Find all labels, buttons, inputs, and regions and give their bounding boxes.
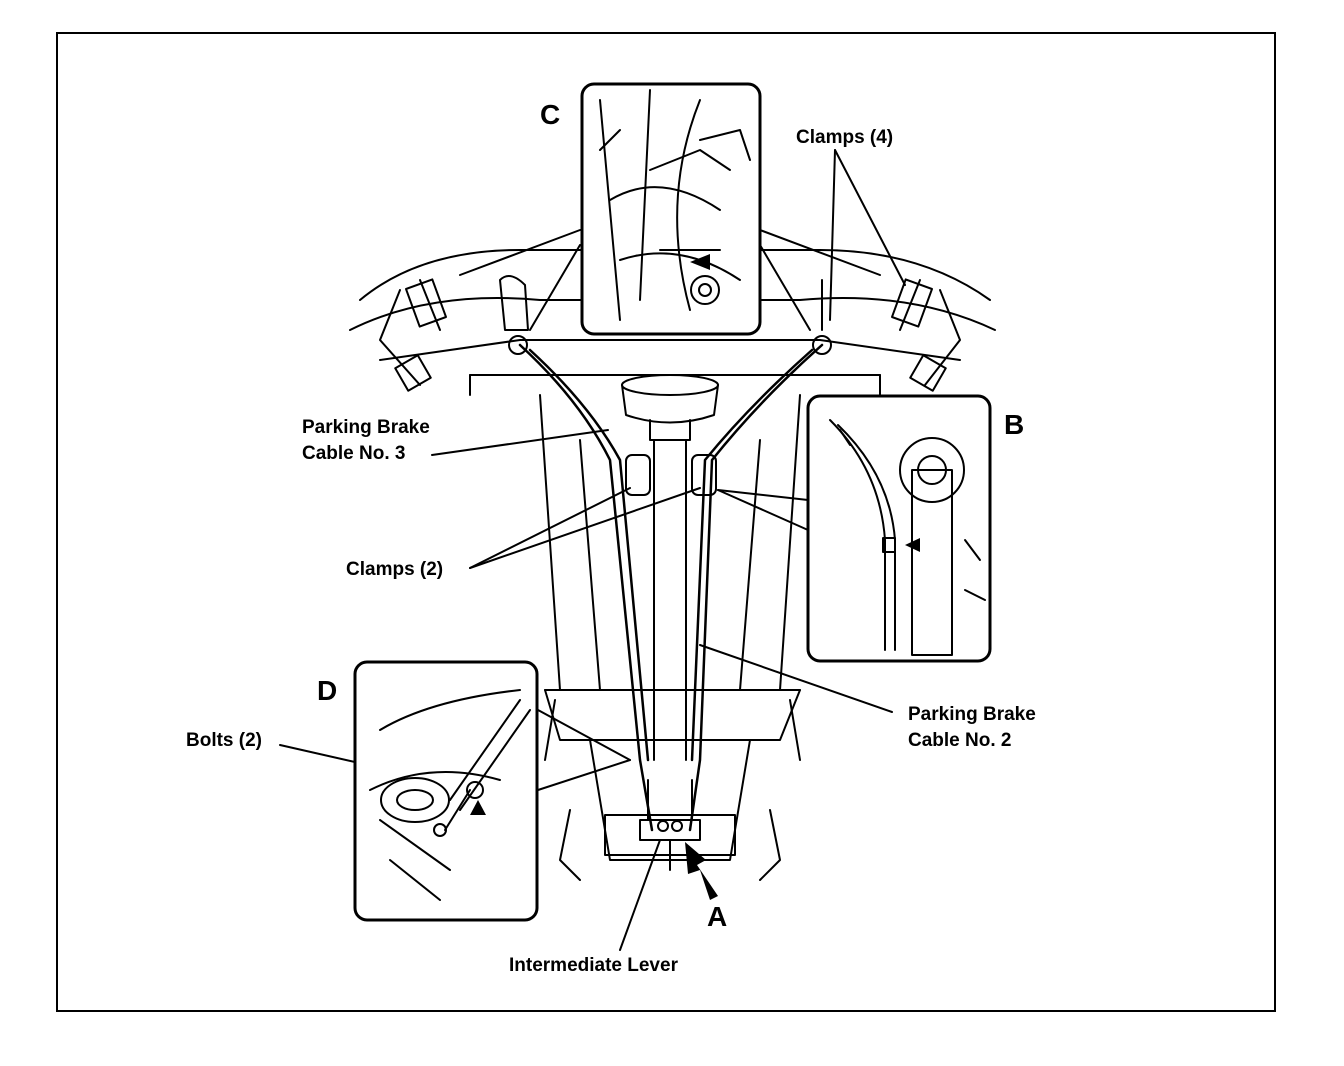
callout-d: D bbox=[317, 675, 338, 706]
label-intermediate-lever: Intermediate Lever bbox=[509, 955, 678, 976]
label-bolts: Bolts (2) bbox=[186, 730, 262, 751]
label-cable3-line1: Parking Brake bbox=[302, 417, 430, 438]
callout-b: B bbox=[1004, 409, 1025, 440]
label-clamps-4: Clamps (4) bbox=[796, 127, 894, 148]
inset-d-arrow bbox=[470, 800, 486, 815]
label-cable3-line2: Cable No. 3 bbox=[302, 443, 406, 464]
figure-frame bbox=[56, 32, 1276, 1012]
arrow-a bbox=[685, 842, 718, 900]
callout-c: C bbox=[540, 99, 561, 130]
differential bbox=[621, 374, 719, 441]
floor-pan bbox=[544, 689, 801, 881]
inset-b bbox=[806, 394, 992, 663]
inset-c-arrow bbox=[690, 254, 710, 270]
propeller-shaft bbox=[539, 394, 801, 761]
label-cable2-line1: Parking Brake bbox=[908, 704, 1036, 725]
label-clamps-2: Clamps (2) bbox=[346, 559, 444, 580]
rear-axle-assembly bbox=[349, 249, 996, 396]
mid-clamps bbox=[625, 454, 717, 496]
intermediate-lever-detail bbox=[639, 779, 701, 871]
callout-a: A bbox=[707, 901, 728, 932]
inset-d bbox=[353, 660, 539, 922]
inset-b-arrow bbox=[905, 538, 920, 552]
inset-c bbox=[580, 82, 762, 336]
label-cable2-line2: Cable No. 2 bbox=[908, 730, 1012, 751]
parking-brake-cables bbox=[518, 343, 824, 832]
